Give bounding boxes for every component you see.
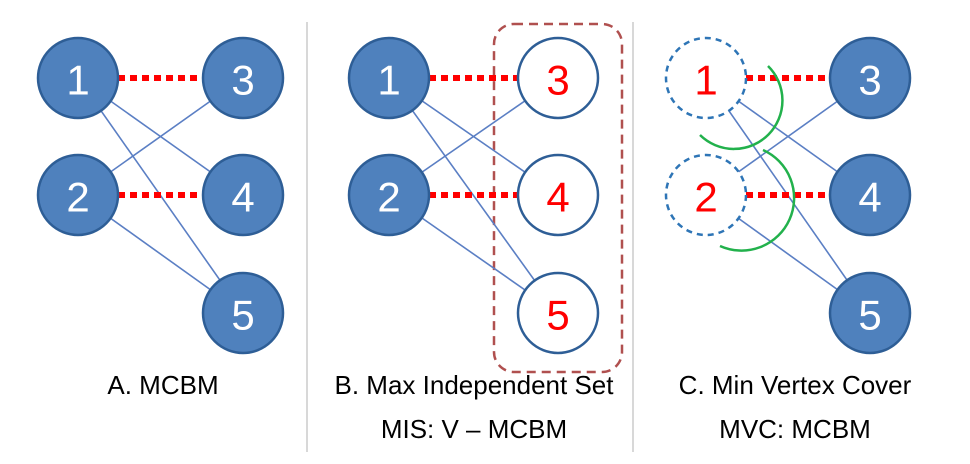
edge-1-5 <box>388 77 559 314</box>
node-4 <box>828 153 912 237</box>
caption-line-1: A. MCBM <box>107 370 218 400</box>
panel-a: 1 2 3 4 5 A. MCBM <box>36 36 285 400</box>
node-5 <box>516 271 600 355</box>
node-5-label: 5 <box>546 292 569 339</box>
node-4-label: 4 <box>231 174 254 221</box>
node-3-label: 3 <box>546 57 569 104</box>
node-2 <box>347 153 431 237</box>
node-4-label: 4 <box>858 174 881 221</box>
node-2-label: 2 <box>377 174 400 221</box>
node-3 <box>828 36 912 120</box>
node-1-label: 1 <box>66 57 89 104</box>
node-1 <box>664 36 748 120</box>
caption-line-2: MIS: V – MCBM <box>381 414 567 444</box>
node-5-label: 5 <box>231 292 254 339</box>
node-2-label: 2 <box>66 174 89 221</box>
node-2 <box>664 153 748 237</box>
node-2 <box>36 153 120 237</box>
node-5 <box>201 271 285 355</box>
node-3 <box>201 36 285 120</box>
caption-line-1: C. Min Vertex Cover <box>679 370 912 400</box>
node-2-label: 2 <box>694 174 717 221</box>
caption-line-1: B. Max Independent Set <box>335 370 615 400</box>
node-1 <box>347 36 431 120</box>
node-5 <box>828 271 912 355</box>
node-1 <box>36 36 120 120</box>
cover-arc-2 <box>719 148 796 252</box>
node-3 <box>516 36 600 120</box>
node-4 <box>201 153 285 237</box>
node-4 <box>516 153 600 237</box>
node-4-label: 4 <box>546 174 569 221</box>
node-1-label: 1 <box>694 57 717 104</box>
cover-arc-1 <box>699 65 784 151</box>
node-3-label: 3 <box>231 57 254 104</box>
node-3-label: 3 <box>858 57 881 104</box>
node-1-label: 1 <box>377 57 400 104</box>
mis-group-box <box>492 22 624 374</box>
caption-line-2: MVC: MCBM <box>719 414 871 444</box>
node-5-label: 5 <box>858 292 881 339</box>
